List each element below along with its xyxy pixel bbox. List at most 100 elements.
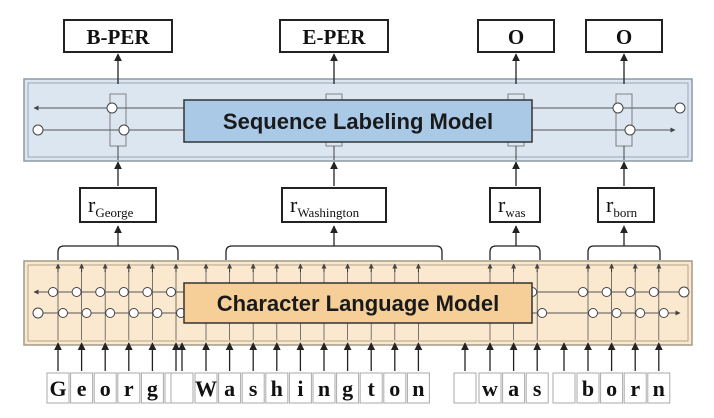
char-band-inner bbox=[27, 264, 689, 342]
seq-cell-frame bbox=[615, 93, 633, 147]
char-forward-node bbox=[611, 308, 622, 318]
char-input-label: g bbox=[147, 376, 158, 401]
char-input-label: a bbox=[224, 376, 235, 401]
char-input-box bbox=[70, 372, 94, 404]
representation-subscript: Washington bbox=[297, 205, 359, 220]
char-input-label: w bbox=[482, 376, 498, 401]
char-forward-start bbox=[32, 307, 44, 319]
char-input-box bbox=[46, 372, 70, 404]
representation-subscript: was bbox=[505, 205, 525, 220]
char-input-label: h bbox=[271, 376, 283, 401]
char-input-label: r bbox=[124, 376, 134, 401]
char-input-label: W bbox=[195, 376, 217, 401]
char-backward-node bbox=[625, 287, 636, 297]
char-forward-node bbox=[152, 308, 163, 318]
char-forward-node bbox=[81, 308, 92, 318]
sequence-model-label: Sequence Labeling Model bbox=[223, 109, 493, 134]
representation-label: rGeorge bbox=[88, 192, 134, 220]
output-tag-box bbox=[279, 19, 389, 53]
char-backward-node bbox=[648, 287, 659, 297]
output-tag-label: O bbox=[508, 25, 524, 49]
char-backward-node bbox=[71, 287, 82, 297]
char-input-box bbox=[383, 372, 407, 404]
representation-box bbox=[79, 187, 157, 223]
word-bracket bbox=[57, 245, 179, 260]
sequence-labeling-layer: Sequence Labeling Model bbox=[23, 78, 693, 162]
char-input-box bbox=[359, 372, 383, 404]
char-input-label: o bbox=[100, 376, 111, 401]
char-input-label: r bbox=[630, 376, 640, 401]
char-backward-node bbox=[578, 287, 588, 297]
word-bracket bbox=[489, 245, 541, 260]
char-model-box bbox=[183, 282, 533, 324]
character-inputs: GeorgeWashingtonwasborn bbox=[46, 342, 671, 404]
char-forward-node bbox=[537, 308, 548, 318]
char-input-box bbox=[478, 372, 502, 404]
char-input-label: n bbox=[412, 376, 424, 401]
representation-base: r bbox=[498, 192, 506, 217]
seq-forward-node bbox=[624, 124, 636, 136]
representation-box bbox=[597, 187, 655, 223]
seq-forward-node bbox=[118, 124, 130, 136]
char-input-box bbox=[623, 372, 647, 404]
char-input-label: o bbox=[389, 376, 400, 401]
representation-label: rwas bbox=[498, 192, 526, 220]
char-forward-node bbox=[105, 308, 116, 318]
char-input-box bbox=[336, 372, 360, 404]
seq-cell-frame bbox=[109, 93, 127, 147]
char-input-label: s bbox=[533, 376, 542, 401]
representation-subscript: born bbox=[613, 205, 637, 220]
representation-box bbox=[281, 187, 387, 223]
char-backward-node bbox=[601, 287, 612, 297]
representation-base: r bbox=[88, 192, 96, 217]
output-tags: B-PER E-PER O O bbox=[63, 19, 663, 84]
char-input-label: e bbox=[77, 376, 87, 401]
char-input-box bbox=[218, 372, 242, 404]
sequence-band-inner bbox=[27, 82, 689, 158]
sequence-model-box bbox=[183, 99, 533, 143]
backward-start-node bbox=[674, 102, 686, 114]
output-tag-box bbox=[585, 19, 663, 53]
char-input-box bbox=[140, 372, 164, 404]
char-backward-node bbox=[118, 287, 129, 297]
char-input-box bbox=[117, 372, 141, 404]
char-backward-node bbox=[48, 287, 58, 297]
representation-base: r bbox=[290, 192, 298, 217]
char-input-label: o bbox=[606, 376, 617, 401]
representation-label: rWashington bbox=[290, 192, 360, 220]
space-input-box bbox=[552, 372, 576, 404]
char-input-box bbox=[288, 372, 312, 404]
char-forward-node bbox=[128, 308, 139, 318]
char-forward-node bbox=[635, 308, 646, 318]
char-input-label: n bbox=[653, 376, 665, 401]
seq-backward-node bbox=[612, 102, 624, 114]
output-tag-label: E-PER bbox=[303, 25, 367, 49]
char-input-box bbox=[194, 372, 218, 404]
char-input-box bbox=[241, 372, 265, 404]
seq-backward-node bbox=[106, 102, 118, 114]
char-backward-node bbox=[166, 287, 176, 297]
char-input-box bbox=[502, 372, 526, 404]
representation-base: r bbox=[606, 192, 614, 217]
char-forward-node bbox=[658, 308, 669, 318]
char-input-label: n bbox=[318, 376, 330, 401]
char-input-box bbox=[265, 372, 289, 404]
output-tag-box bbox=[477, 19, 555, 53]
char-input-box bbox=[93, 372, 117, 404]
output-tag-label: B-PER bbox=[87, 25, 151, 49]
forward-start-node bbox=[32, 124, 44, 136]
char-input-label: b bbox=[582, 376, 594, 401]
char-model-label: Character Language Model bbox=[217, 291, 499, 316]
char-input-box bbox=[600, 372, 624, 404]
space-input-box bbox=[453, 372, 477, 404]
char-input-label: a bbox=[508, 376, 519, 401]
word-bracket bbox=[225, 245, 443, 260]
char-backward-start bbox=[678, 286, 690, 298]
representation-subscript: George bbox=[95, 205, 133, 220]
char-backward-node bbox=[95, 287, 106, 297]
output-tag-label: O bbox=[616, 25, 632, 49]
char-input-box bbox=[525, 372, 549, 404]
word-bracket bbox=[587, 245, 661, 260]
word-brackets bbox=[57, 225, 661, 260]
char-forward-node bbox=[588, 308, 598, 318]
